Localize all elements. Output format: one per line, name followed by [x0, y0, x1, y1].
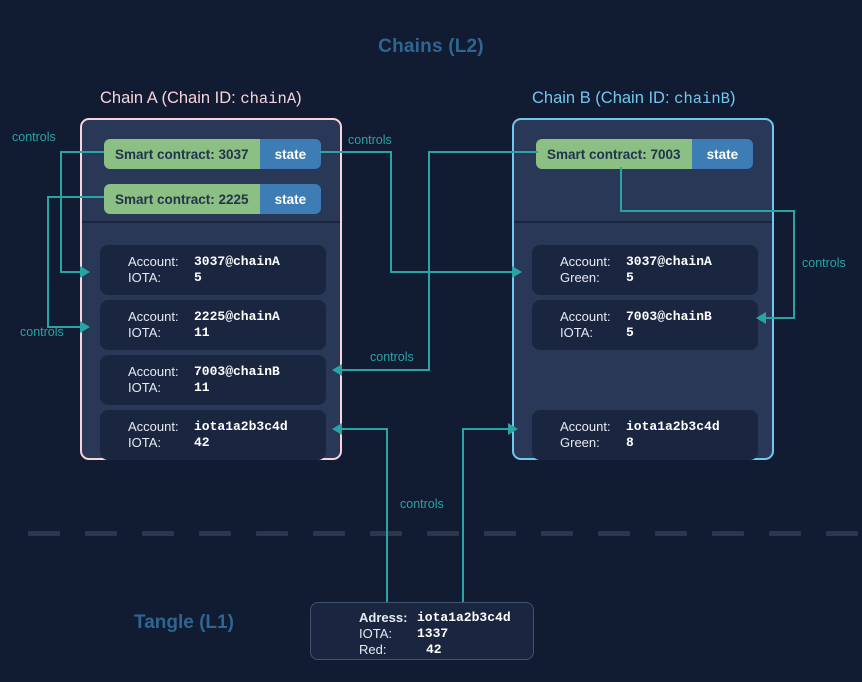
connector-line [390, 271, 516, 273]
chain-b-title-suffix: ) [729, 89, 736, 107]
connector-line [60, 151, 104, 153]
chain-b-account-card: Account: 3037@chainA Green: 5 [532, 245, 758, 295]
chain-a-divider [82, 221, 340, 223]
connector-arrowhead [512, 266, 522, 278]
connector-line [386, 428, 388, 602]
account-balance-label: Green: [560, 435, 600, 450]
chain-a-contract-3037[interactable]: Smart contract: 3037 state [104, 139, 322, 169]
account-key-label: Account: [560, 419, 611, 434]
account-balance-value: 5 [194, 270, 202, 285]
chain-b-title-id: chainB [674, 90, 730, 108]
connector-line [60, 151, 62, 272]
chain-a-panel: Smart contract: 3037 state Smart contrac… [80, 118, 342, 460]
connector-line [428, 151, 430, 371]
chain-b-contract-7003-label: Smart contract: 7003 [536, 139, 692, 169]
tangle-address-card: Adress: iota1a2b3c4d IOTA: 1337 Red: 42 [310, 602, 534, 660]
connector-line [793, 210, 795, 318]
connector-label-controls: controls [20, 325, 64, 339]
connector-line [320, 151, 392, 153]
chain-b-title: Chain B (Chain ID: chainB) [532, 89, 735, 108]
chain-a-contract-2225-state[interactable]: state [259, 184, 322, 214]
account-value: 3037@chainA [194, 254, 280, 269]
chain-b-contract-7003-state[interactable]: state [691, 139, 754, 169]
account-balance-value: 5 [626, 325, 634, 340]
tangle-address-label: Adress: [359, 610, 408, 625]
account-balance-label: Green: [560, 270, 600, 285]
connector-line [620, 210, 795, 212]
account-balance-label: IOTA: [128, 325, 161, 340]
chain-b-account-card: Account: 7003@chainB IOTA: 5 [532, 300, 758, 350]
account-balance-value: 8 [626, 435, 634, 450]
connector-arrowhead [80, 321, 90, 333]
chain-b-panel: Smart contract: 7003 state Account: 3037… [512, 118, 774, 460]
chain-a-title-id: chainA [240, 90, 297, 108]
chain-b-contract-7003[interactable]: Smart contract: 7003 state [536, 139, 754, 169]
connector-line [462, 428, 512, 430]
chain-a-account-card: Account: 3037@chainA IOTA: 5 [100, 245, 326, 295]
connector-line [60, 271, 84, 273]
account-value: 2225@chainA [194, 309, 280, 324]
account-value: 7003@chainB [194, 364, 280, 379]
account-key-label: Account: [560, 254, 611, 269]
chain-b-title-prefix: Chain B (Chain ID: [532, 89, 675, 107]
connector-line [390, 151, 392, 272]
connector-arrowhead [80, 266, 90, 278]
account-key-label: Account: [128, 364, 179, 379]
connector-arrowhead [332, 364, 342, 376]
tangle-red-value: 42 [426, 642, 442, 657]
account-value: 3037@chainA [626, 254, 712, 269]
tangle-iota-label: IOTA: [359, 626, 392, 641]
account-key-label: Account: [128, 419, 179, 434]
connector-line [428, 151, 538, 153]
chain-a-account-card: Account: 7003@chainB IOTA: 11 [100, 355, 326, 405]
page-title-tangle-l1: Tangle (L1) [134, 612, 234, 633]
chain-a-contract-3037-state[interactable]: state [259, 139, 322, 169]
connector-line [462, 428, 464, 602]
chain-a-contract-3037-label: Smart contract: 3037 [104, 139, 260, 169]
connector-line [620, 167, 622, 212]
account-key-label: Account: [560, 309, 611, 324]
chain-a-account-card: Account: 2225@chainA IOTA: 11 [100, 300, 326, 350]
account-balance-label: IOTA: [128, 270, 161, 285]
connector-line [340, 369, 430, 371]
connector-label-controls: controls [348, 133, 392, 147]
connector-label-controls: controls [802, 256, 846, 270]
chain-a-contract-2225-label: Smart contract: 2225 [104, 184, 260, 214]
connector-label-controls: controls [370, 350, 414, 364]
connector-arrowhead [756, 312, 766, 324]
account-key-label: Account: [128, 309, 179, 324]
connector-line [47, 326, 84, 328]
connector-arrowhead [332, 423, 342, 435]
tangle-dashed-line [28, 531, 858, 536]
connector-label-controls: controls [12, 130, 56, 144]
chain-a-title: Chain A (Chain ID: chainA) [100, 89, 302, 108]
connector-line [340, 428, 388, 430]
connector-line [764, 317, 795, 319]
page-title-chains-l2: Chains (L2) [378, 36, 484, 57]
account-balance-value: 11 [194, 325, 210, 340]
account-value: 7003@chainB [626, 309, 712, 324]
chain-a-contract-2225[interactable]: Smart contract: 2225 state [104, 184, 322, 214]
connector-line [47, 196, 49, 327]
account-balance-value: 5 [626, 270, 634, 285]
connector-label-controls: controls [400, 497, 444, 511]
account-value: iota1a2b3c4d [626, 419, 720, 434]
chain-a-title-prefix: Chain A (Chain ID: [100, 89, 241, 107]
account-balance-label: IOTA: [128, 435, 161, 450]
account-balance-label: IOTA: [560, 325, 593, 340]
chain-a-title-suffix: ) [296, 89, 302, 107]
tangle-address-value: iota1a2b3c4d [417, 610, 511, 625]
connector-line [47, 196, 104, 198]
connector-arrowhead [508, 423, 518, 435]
account-key-label: Account: [128, 254, 179, 269]
account-balance-value: 42 [194, 435, 210, 450]
chain-a-account-card: Account: iota1a2b3c4d IOTA: 42 [100, 410, 326, 460]
account-value: iota1a2b3c4d [194, 419, 288, 434]
chain-b-account-card: Account: iota1a2b3c4d Green: 8 [532, 410, 758, 460]
account-balance-value: 11 [194, 380, 210, 395]
account-balance-label: IOTA: [128, 380, 161, 395]
chain-b-divider [514, 221, 772, 223]
tangle-iota-value: 1337 [417, 626, 449, 641]
tangle-red-label: Red: [359, 642, 387, 657]
